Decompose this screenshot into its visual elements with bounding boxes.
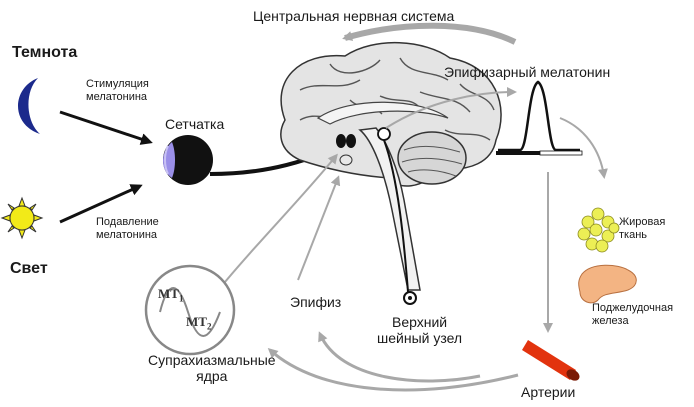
eye-icon bbox=[163, 135, 213, 185]
pancreas-label: Поджелудочная железа bbox=[592, 302, 674, 327]
stim-label: Стимуляция мелатонина bbox=[86, 78, 149, 103]
mt1-label: MT1 bbox=[158, 286, 184, 304]
cns-label: Центральная нервная система bbox=[253, 8, 455, 24]
scn-to-hypothalamus-arrow bbox=[224, 153, 338, 283]
to-adipose-arrow bbox=[559, 117, 608, 179]
sympathetic-pathway bbox=[383, 139, 409, 293]
melatonin-peak-icon bbox=[496, 80, 583, 156]
suppress-label: Подавление мелатонина bbox=[96, 216, 159, 241]
pineal-melatonin-label: Эпифизарный мелатонин bbox=[444, 64, 611, 80]
adipose-icon bbox=[577, 207, 620, 253]
mt-receptors-icon bbox=[144, 264, 236, 356]
stim-arrow bbox=[59, 110, 153, 145]
arteries-label: Артерии bbox=[521, 384, 576, 400]
moon-icon bbox=[18, 78, 40, 134]
return-to-scn-arrow bbox=[267, 347, 519, 392]
darkness-label: Темнота bbox=[12, 44, 78, 61]
ganglion-label: Верхний шейный узел bbox=[377, 314, 463, 346]
pancreas-icon bbox=[578, 264, 637, 304]
retina-label: Сетчатка bbox=[165, 116, 225, 132]
scn-label: Супрахиазмальные ядра bbox=[148, 352, 276, 384]
light-label: Свет bbox=[10, 260, 48, 277]
artery-icon bbox=[522, 340, 580, 381]
brain-illustration bbox=[280, 41, 502, 291]
pineal-pointer bbox=[297, 175, 341, 281]
mt2-label: MT2 bbox=[186, 314, 212, 332]
sun-icon bbox=[0, 196, 44, 240]
pineal-to-melatonin-arrow bbox=[385, 87, 517, 129]
pineal-label: Эпифиз bbox=[290, 294, 342, 310]
return-to-pineal-arrow bbox=[318, 331, 481, 383]
adipose-label: Жировая ткань bbox=[619, 216, 666, 241]
cns-arrow bbox=[342, 22, 517, 45]
suppress-arrow bbox=[59, 184, 143, 224]
